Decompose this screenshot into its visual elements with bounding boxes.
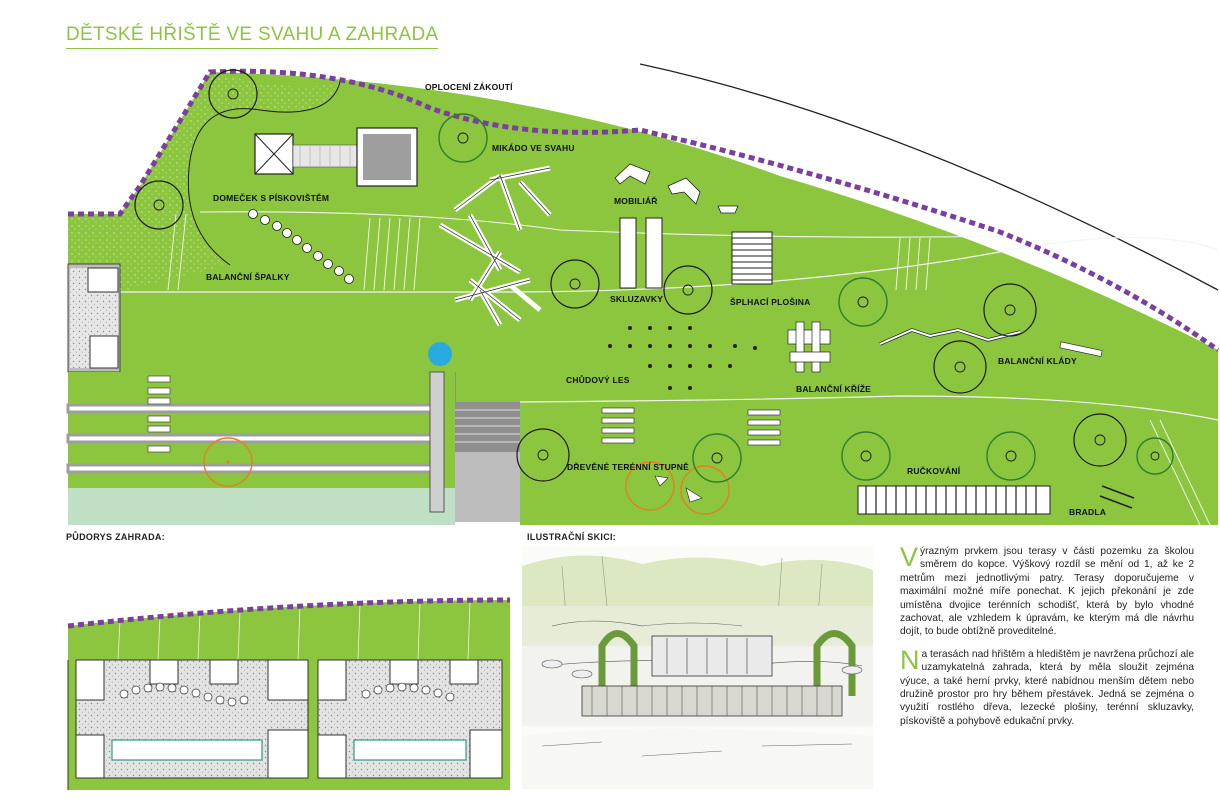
label-domecek: DOMEČEK S PÍSKOVIŠTĚM [213, 193, 330, 203]
label-balancni-krize: BALANČNÍ KŘÍŽE [796, 384, 872, 394]
boundary-arc [639, 63, 1219, 291]
paragraph-1-body: ýrazným prvkem jsou terasy v části pozem… [900, 546, 1194, 638]
meadow-corner [68, 72, 340, 292]
label-mikado: MIKÁDO VE SVAHU [492, 143, 575, 153]
site-plan [66, 63, 1220, 526]
label-oploceni: OPLOCENÍ ZÁKOUTÍ [425, 82, 513, 92]
drop-cap-1: V [900, 542, 919, 572]
sketch-drawing [522, 546, 873, 789]
label-balancni-spalky: BALANČNÍ ŠPALKY [206, 272, 290, 282]
label-bradla: BRADLA [1069, 507, 1107, 517]
illustration-sketch [522, 546, 873, 789]
section-skici: ILUSTRAČNÍ SKICI: [527, 532, 617, 542]
garden-lawn [68, 72, 1218, 525]
section-pudorys: PŮDORYS ZAHRADA: [66, 532, 165, 542]
fence [68, 68, 1220, 353]
label-skluzavky: SKLUZAVKY [610, 294, 664, 304]
water-feature [428, 342, 452, 366]
label-drevene-stupne: DŘEVĚNÉ TERÉNNÍ STUPNĚ [567, 462, 690, 472]
drop-cap-2: N [900, 644, 920, 675]
label-balancni-klady: BALANČNÍ KLÁDY [998, 356, 1077, 366]
label-splhaci: ŠPLHACÍ PLOŠINA [730, 297, 811, 307]
paragraph-2-body: a terasách nad hřištěm a hledištěm je na… [900, 648, 1194, 727]
label-mobiliar: MOBILIÁŘ [614, 196, 658, 206]
page-title: DĚTSKÉ HŘIŠTĚ VE SVAHU A ZAHRADA [66, 24, 439, 49]
label-ruckovani: RUČKOVÁNÍ [907, 466, 961, 476]
label-chudovy-les: CHŮDOVÝ LES [566, 375, 630, 385]
